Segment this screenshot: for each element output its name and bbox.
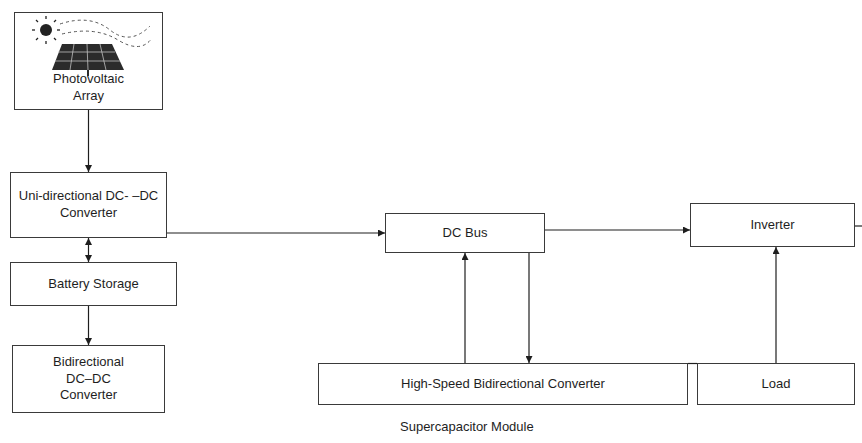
connector-arrow: [464, 253, 465, 363]
connector-arrow: [688, 363, 697, 364]
group-label: Supercapacitor Module: [398, 419, 536, 434]
box-label: DC Bus: [443, 225, 488, 242]
connector-arrow: [88, 306, 89, 345]
box-label: High-Speed Bidirectional Converter: [401, 376, 605, 393]
box-label: Uni-directional DC- –DC Converter: [17, 188, 160, 222]
panel-grid: [55, 44, 120, 70]
process-box: Bidirectional DC–DC Converter: [12, 345, 165, 413]
box-label: Photovoltaic Array: [43, 71, 135, 105]
connector-arrow: [545, 229, 690, 230]
box-label: Battery Storage: [48, 276, 138, 293]
connector-arrow: [775, 247, 776, 363]
connector-arrow: [88, 238, 89, 262]
output-line: [855, 225, 862, 226]
box-label: Load: [762, 376, 791, 393]
connector-arrow: [528, 253, 529, 363]
process-box: Inverter: [690, 203, 855, 247]
solar-panel-icon: [32, 16, 152, 76]
sun-rays: [32, 16, 60, 44]
process-box: Uni-directional DC- –DC Converter: [10, 172, 167, 238]
process-box: Photovoltaic Array: [14, 12, 163, 110]
connector-arrow: [88, 110, 89, 172]
box-label: Bidirectional DC–DC Converter: [43, 354, 135, 405]
process-box: Battery Storage: [10, 262, 177, 306]
process-box: DC Bus: [385, 213, 545, 253]
process-box: Load: [697, 363, 855, 405]
connector-arrow: [167, 232, 385, 233]
box-label: Inverter: [750, 217, 794, 234]
sun-icon: [40, 24, 52, 36]
panel-body: [52, 44, 124, 70]
process-box: High-Speed Bidirectional Converter: [318, 363, 688, 405]
